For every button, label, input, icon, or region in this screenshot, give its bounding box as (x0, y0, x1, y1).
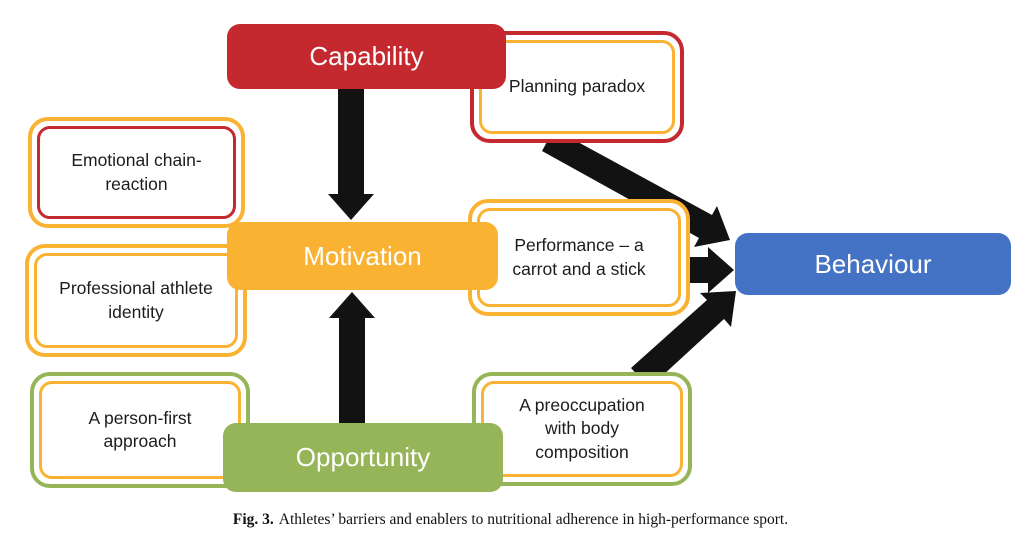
theme-label: Professional athlete identity (59, 278, 213, 322)
behaviour-node-label: Behaviour (814, 248, 932, 279)
theme-label: Emotional chain-reaction (71, 150, 202, 194)
theme-box-inner-border: A preoccupation with body composition (481, 381, 683, 477)
theme-box-performance-carrot-and-stick: Performance – a carrot and a stick (468, 199, 690, 316)
opportunity-node-label: Opportunity (295, 442, 431, 472)
theme-box-inner-border: Performance – a carrot and a stick (477, 208, 681, 307)
theme-box-emotional-chain-reaction: Emotional chain-reaction (28, 117, 245, 228)
theme-box-preoccupation-body-composition: A preoccupation with body composition (472, 372, 692, 486)
theme-label: Performance – a carrot and a stick (512, 235, 646, 279)
figure-caption: Fig. 3.Athletes’ barriers and enablers t… (0, 511, 1021, 529)
arrow-capability-to-motivation (328, 85, 374, 220)
figure-caption-number: Fig. 3. (232, 511, 274, 528)
capability-node: Capability (227, 24, 506, 89)
opportunity-node: Opportunity (223, 423, 503, 492)
theme-box-inner-border: Planning paradox (479, 40, 675, 134)
theme-label: A person-first approach (88, 407, 192, 451)
capability-node-label: Capability (309, 41, 424, 71)
motivation-node: Motivation (227, 222, 498, 290)
figure-caption-text: Athletes’ barriers and enablers to nutri… (278, 511, 789, 528)
motivation-node-label: Motivation (303, 240, 422, 271)
theme-box-inner-border: Professional athlete identity (34, 253, 238, 348)
theme-label: Planning paradox (508, 76, 646, 97)
theme-label: A preoccupation with body composition (519, 395, 645, 462)
theme-box-person-first-approach: A person-first approach (30, 372, 250, 488)
arrow-opportunity-to-motivation (329, 292, 375, 428)
theme-box-inner-border: A person-first approach (39, 381, 241, 479)
arrow-preoccupation-to-behaviour (631, 291, 736, 388)
arrow-performance-to-behaviour (680, 247, 734, 293)
theme-box-inner-border: Emotional chain-reaction (37, 126, 236, 219)
theme-box-professional-athlete-identity: Professional athlete identity (25, 244, 247, 357)
behaviour-node: Behaviour (735, 233, 1011, 295)
